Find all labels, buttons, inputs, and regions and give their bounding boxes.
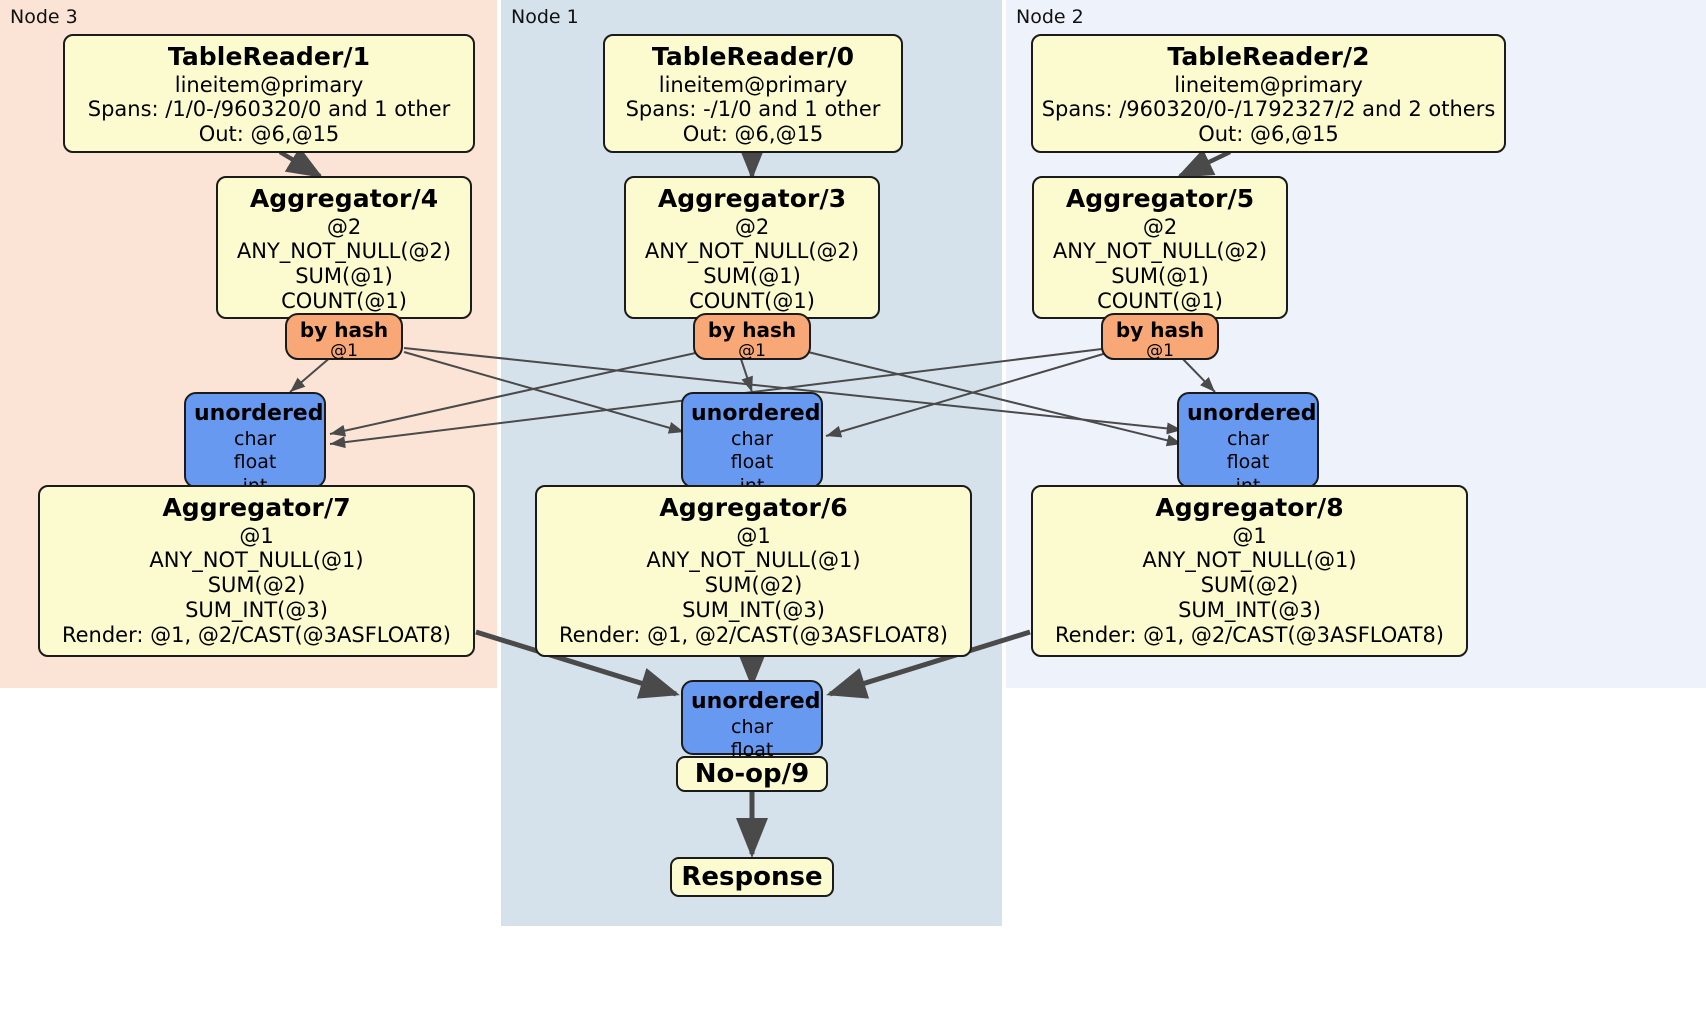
receiver-type: char [731, 715, 773, 738]
node-panel-label-node1: Node 1 [511, 6, 579, 28]
processor-title: Aggregator/6 [659, 493, 848, 522]
node-panel-label-node3: Node 3 [10, 6, 78, 28]
receiver-type: float [1226, 451, 1270, 474]
processor-render: Render: @1, @2/CAST(@3ASFLOAT8) [1054, 622, 1445, 647]
receiver-title: unordered [1187, 401, 1317, 426]
processor-title: TableReader/0 [651, 42, 855, 71]
processor-agg-func: COUNT(@1) [1097, 288, 1223, 313]
processor-title: Aggregator/8 [1155, 493, 1344, 522]
processor-aggregator-3[interactable]: Aggregator/3 @2 ANY_NOT_NULL(@2) SUM(@1)… [624, 176, 880, 319]
processor-title: TableReader/2 [1167, 42, 1370, 71]
processor-agg-func: SUM(@2) [207, 573, 306, 598]
processor-agg-func: ANY_NOT_NULL(@2) [236, 239, 452, 264]
processor-group-cols: @1 [736, 523, 771, 548]
processor-agg-func: SUM_INT(@3) [1178, 597, 1321, 622]
processor-group-cols: @1 [1232, 523, 1267, 548]
router-by-hash-agg3[interactable]: by hash @1 [693, 313, 811, 361]
processor-aggregator-7[interactable]: Aggregator/7 @1 ANY_NOT_NULL(@1) SUM(@2)… [38, 485, 475, 657]
receiver-unordered-agg6[interactable]: unordered char float int [681, 392, 823, 497]
processor-out: Out: @6,@15 [1198, 122, 1339, 147]
processor-title: TableReader/1 [167, 42, 371, 71]
processor-table: lineitem@primary [658, 72, 848, 97]
processor-table: lineitem@primary [174, 72, 364, 97]
processor-spans: Spans: /960320/0-/1792327/2 and 2 others [1041, 97, 1496, 122]
processor-no-op-9[interactable]: No-op/9 [676, 756, 828, 792]
receiver-unordered-agg7[interactable]: unordered char float int [184, 392, 326, 497]
processor-agg-func: ANY_NOT_NULL(@2) [644, 239, 860, 264]
router-title: by hash [707, 318, 797, 342]
router-title: by hash [299, 318, 389, 342]
router-by-hash-agg5[interactable]: by hash @1 [1101, 313, 1219, 361]
receiver-type: char [731, 427, 773, 450]
processor-agg-func: ANY_NOT_NULL(@1) [149, 548, 364, 573]
receiver-type: char [1227, 427, 1269, 450]
processor-agg-func: SUM_INT(@3) [682, 597, 825, 622]
processor-group-cols: @1 [239, 523, 274, 548]
processor-agg-func: COUNT(@1) [281, 288, 407, 313]
processor-table-reader-1[interactable]: TableReader/1 lineitem@primary Spans: /1… [63, 34, 475, 153]
processor-aggregator-6[interactable]: Aggregator/6 @1 ANY_NOT_NULL(@1) SUM(@2)… [535, 485, 972, 657]
processor-title: Aggregator/3 [657, 184, 847, 213]
processor-group-cols: @2 [1142, 214, 1178, 239]
receiver-title: unordered [691, 401, 821, 426]
processor-out: Out: @6,@15 [198, 122, 340, 147]
router-title: by hash [1115, 318, 1205, 342]
receiver-unordered-final[interactable]: unordered char float [681, 680, 823, 761]
processor-group-cols: @2 [326, 214, 362, 239]
response-node[interactable]: Response [670, 857, 834, 897]
processor-render: Render: @1, @2/CAST(@3ASFLOAT8) [61, 622, 452, 647]
processor-group-cols: @2 [734, 214, 770, 239]
processor-agg-func: SUM(@2) [704, 573, 803, 598]
processor-title: No-op/9 [694, 759, 810, 789]
response-title: Response [681, 862, 823, 892]
processor-agg-func: ANY_NOT_NULL(@1) [646, 548, 861, 573]
processor-table-reader-2[interactable]: TableReader/2 lineitem@primary Spans: /9… [1031, 34, 1506, 153]
processor-out: Out: @6,@15 [682, 122, 824, 147]
processor-agg-func: ANY_NOT_NULL(@2) [1052, 239, 1268, 264]
processor-title: Aggregator/4 [249, 184, 439, 213]
router-column: @1 [738, 341, 766, 361]
processor-title: Aggregator/5 [1065, 184, 1255, 213]
processor-table-reader-0[interactable]: TableReader/0 lineitem@primary Spans: -/… [603, 34, 903, 153]
processor-aggregator-5[interactable]: Aggregator/5 @2 ANY_NOT_NULL(@2) SUM(@1)… [1032, 176, 1288, 319]
processor-table: lineitem@primary [1174, 72, 1363, 97]
receiver-type: float [730, 739, 774, 762]
router-column: @1 [1146, 341, 1174, 361]
processor-spans: Spans: -/1/0 and 1 other [625, 97, 881, 122]
processor-agg-func: SUM(@1) [703, 264, 801, 289]
node-panel-label-node2: Node 2 [1016, 6, 1084, 28]
processor-agg-func: SUM(@1) [1111, 264, 1209, 289]
router-by-hash-agg4[interactable]: by hash @1 [285, 313, 403, 361]
processor-agg-func: SUM(@2) [1200, 573, 1299, 598]
receiver-type: float [730, 451, 774, 474]
processor-render: Render: @1, @2/CAST(@3ASFLOAT8) [558, 622, 949, 647]
router-column: @1 [330, 341, 358, 361]
processor-title: Aggregator/7 [162, 493, 351, 522]
processor-agg-func: ANY_NOT_NULL(@1) [1142, 548, 1357, 573]
receiver-type: float [233, 451, 277, 474]
receiver-type: char [234, 427, 276, 450]
receiver-title: unordered [691, 689, 821, 714]
processor-agg-func: COUNT(@1) [689, 288, 815, 313]
receiver-title: unordered [194, 401, 324, 426]
processor-aggregator-8[interactable]: Aggregator/8 @1 ANY_NOT_NULL(@1) SUM(@2)… [1031, 485, 1468, 657]
processor-aggregator-4[interactable]: Aggregator/4 @2 ANY_NOT_NULL(@2) SUM(@1)… [216, 176, 472, 319]
processor-agg-func: SUM(@1) [295, 264, 393, 289]
processor-spans: Spans: /1/0-/960320/0 and 1 other [87, 97, 451, 122]
processor-agg-func: SUM_INT(@3) [185, 597, 328, 622]
receiver-unordered-agg8[interactable]: unordered char float int [1177, 392, 1319, 497]
